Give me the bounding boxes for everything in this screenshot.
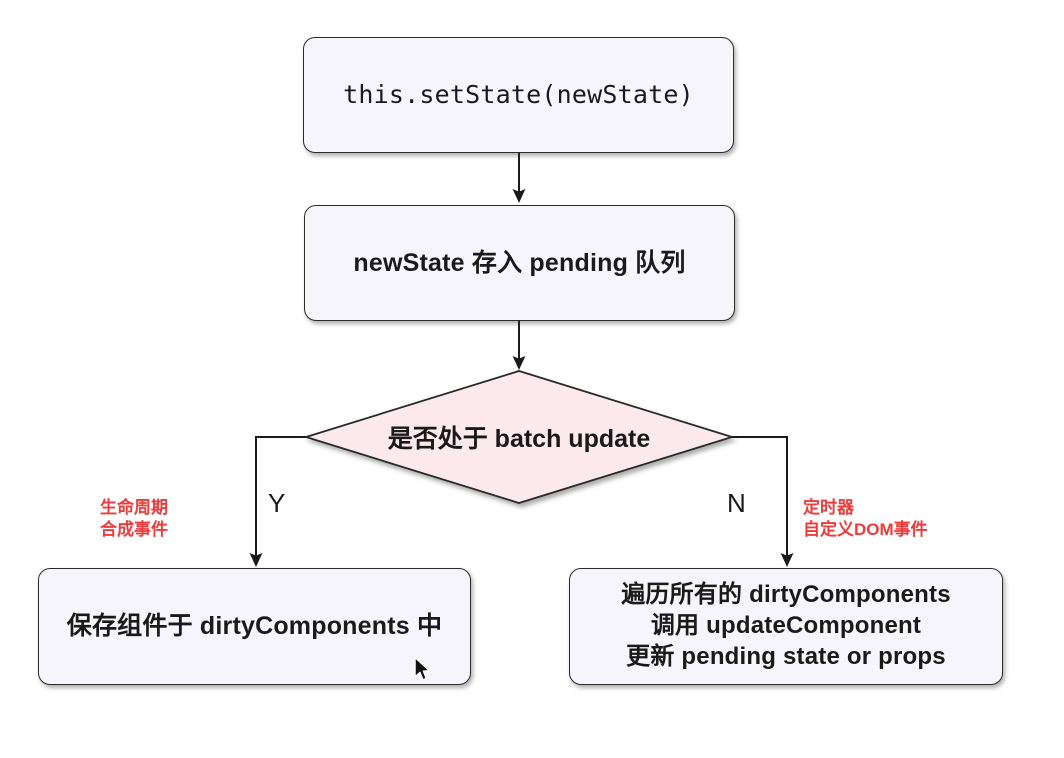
node-decision-batch-update[interactable]: 是否处于 batch update bbox=[305, 370, 733, 504]
mouse-cursor-icon bbox=[414, 657, 430, 681]
annotation-lifecycle-synthetic-events: 生命周期 合成事件 bbox=[100, 498, 168, 540]
node-pending-queue-label: newState 存入 pending 队列 bbox=[353, 248, 686, 277]
node-decision-label: 是否处于 batch update bbox=[387, 425, 651, 453]
node-save-to-dirty-components-label: 保存组件于 dirtyComponents 中 bbox=[66, 612, 443, 641]
node-pending-queue[interactable]: newState 存入 pending 队列 bbox=[304, 205, 735, 321]
branch-label-yes: Y bbox=[268, 488, 286, 518]
annotation-timer-custom-dom-events: 定时器 自定义DOM事件 bbox=[803, 498, 928, 540]
node-traverse-dirty-components[interactable]: 遍历所有的 dirtyComponents 调用 updateComponent… bbox=[569, 568, 1003, 685]
node-save-to-dirty-components[interactable]: 保存组件于 dirtyComponents 中 bbox=[38, 568, 471, 685]
branch-label-no: N bbox=[727, 488, 746, 518]
node-setstate[interactable]: this.setState(newState) bbox=[303, 37, 734, 153]
node-setstate-label: this.setState(newState) bbox=[343, 79, 694, 109]
node-traverse-dirty-components-label: 遍历所有的 dirtyComponents 调用 updateComponent… bbox=[621, 581, 951, 670]
